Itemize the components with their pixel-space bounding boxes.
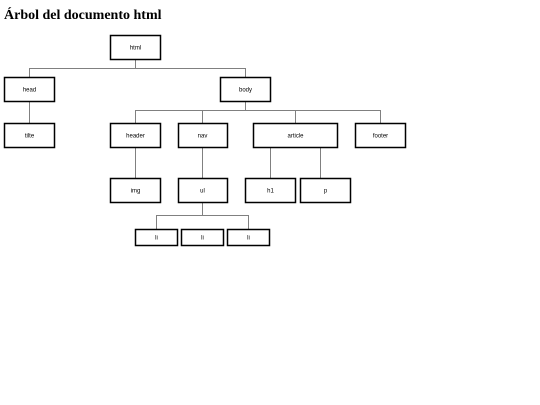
node-p-label: p <box>324 189 328 195</box>
node-li-3: li <box>226 228 271 247</box>
node-li-1: li <box>134 228 179 247</box>
node-footer-label: footer <box>373 134 388 140</box>
tree-connectors <box>29 60 381 229</box>
node-article: article <box>252 122 339 149</box>
node-html-label: html <box>130 46 141 52</box>
node-header-label: header <box>126 134 145 140</box>
node-img: img <box>109 177 162 204</box>
page-title: Árbol del documento html <box>4 8 162 23</box>
node-h1-label: h1 <box>267 189 274 195</box>
node-ul: ul <box>177 177 229 204</box>
node-body-label: body <box>239 88 252 94</box>
node-html: html <box>109 34 162 61</box>
node-p: p <box>299 177 352 204</box>
node-body: body <box>219 76 272 103</box>
node-footer: footer <box>354 122 407 149</box>
tree-nodes: html head body tilte header nav <box>3 34 407 247</box>
node-head: head <box>3 76 56 103</box>
node-li-2: li <box>180 228 225 247</box>
node-img-label: img <box>131 189 141 195</box>
node-li-3-label: li <box>247 236 250 242</box>
node-h1: h1 <box>244 177 297 204</box>
node-tilte: tilte <box>3 122 56 149</box>
node-nav: nav <box>177 122 229 149</box>
node-ul-label: ul <box>200 189 205 195</box>
node-tilte-label: tilte <box>25 134 35 140</box>
node-li-2-label: li <box>201 236 204 242</box>
node-nav-label: nav <box>198 134 208 140</box>
node-head-label: head <box>23 88 36 94</box>
node-li-1-label: li <box>155 236 158 242</box>
node-article-label: article <box>287 134 304 140</box>
node-header: header <box>109 122 162 149</box>
